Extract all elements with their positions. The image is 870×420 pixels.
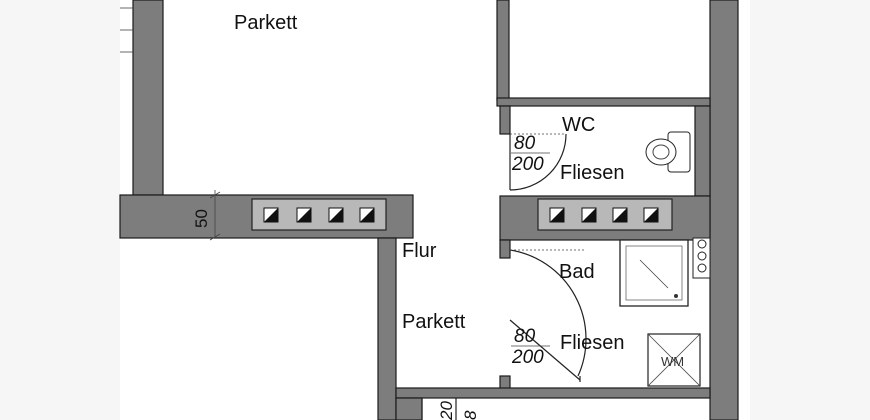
washing-machine-label: WM xyxy=(661,354,684,369)
washing-machine-icon xyxy=(647,333,701,387)
wall-wc-top xyxy=(496,97,711,107)
vent-tile xyxy=(581,207,597,223)
wall-bottom-post-left xyxy=(395,397,423,420)
wc-door[interactable] xyxy=(509,133,567,191)
bad-door-height: 200 xyxy=(511,347,544,368)
flur-room-name: Flur xyxy=(402,240,437,262)
wall-dimension: 50 xyxy=(192,190,221,241)
vent-tile xyxy=(296,207,312,223)
bad-door[interactable] xyxy=(509,249,587,382)
bad-room-floor: Fliesen xyxy=(560,332,624,354)
vent-tile xyxy=(612,207,628,223)
vent-tile xyxy=(359,207,375,223)
wc-room-floor: Fliesen xyxy=(560,162,624,184)
wall-flur-left xyxy=(377,237,397,420)
bad-door-width: 80 xyxy=(514,326,536,347)
wc-room-name: WC xyxy=(562,114,595,136)
stair-marks xyxy=(120,7,133,53)
shower-icon xyxy=(619,239,689,307)
wall-left-outer xyxy=(132,0,164,196)
wall-bottom xyxy=(395,387,711,399)
bottom-door-height: 20 xyxy=(437,401,456,420)
bottom-door-width: 8 xyxy=(461,410,480,420)
wall-wc-left xyxy=(499,105,511,135)
bad-room-name: Bad xyxy=(559,261,595,283)
bottom-door[interactable] xyxy=(421,398,457,420)
vent-tile xyxy=(263,207,279,223)
vent-shaft-left xyxy=(251,198,387,231)
wall-thickness-label: 50 xyxy=(192,209,211,228)
radiator-icon xyxy=(692,237,711,279)
toilet-icon xyxy=(645,131,691,173)
top-left-room-floor: Parkett xyxy=(234,12,298,34)
wall-central-top xyxy=(496,0,510,101)
wall-right-outer xyxy=(709,0,739,420)
walls xyxy=(119,0,739,420)
wall-wc-right xyxy=(694,105,711,197)
wc-door-width: 80 xyxy=(514,133,536,154)
wc-door-height: 200 xyxy=(511,154,544,175)
vent-shaft-right xyxy=(537,198,673,231)
flur-room-floor: Parkett xyxy=(402,311,466,333)
vent-tile xyxy=(643,207,659,223)
vent-tile xyxy=(549,207,565,223)
wall-bad-left xyxy=(499,239,511,259)
vent-tile xyxy=(328,207,344,223)
